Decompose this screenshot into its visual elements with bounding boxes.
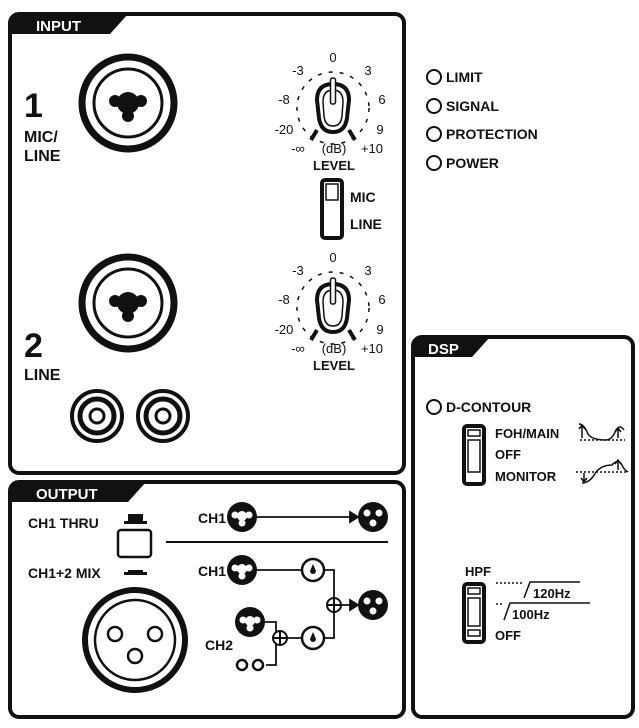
svg-text:-8: -8 (278, 292, 290, 307)
svg-text:3: 3 (364, 263, 371, 278)
ch2-combo-jack[interactable] (78, 253, 178, 353)
contour-off: OFF (495, 447, 521, 462)
svg-text:(dB): (dB) (322, 141, 347, 156)
indicator-limit: LIMIT (446, 69, 483, 85)
svg-text:-∞: -∞ (291, 141, 305, 156)
xlr-output-jack[interactable] (82, 587, 188, 693)
rca-jack-left[interactable] (70, 389, 124, 443)
svg-text:-3: -3 (292, 63, 304, 78)
hpf-curve-icons (496, 581, 590, 621)
sum-icon (326, 597, 342, 613)
hpf-120hz: 120Hz (533, 586, 571, 601)
ch2-level-scale: 0 -3 3 -8 6 -20 9 -∞ (dB) +10 LEVEL (275, 250, 386, 373)
svg-text:9: 9 (376, 322, 383, 337)
svg-text:0: 0 (329, 50, 336, 65)
flow-ch2-label: CH2 (205, 637, 233, 653)
svg-text:+10: +10 (361, 141, 383, 156)
combo-input-icon (235, 607, 265, 637)
hpf-switch[interactable] (462, 582, 486, 644)
ch1-2-mix-label: CH1+2 MIX (28, 565, 101, 581)
mic-line-switch[interactable] (320, 178, 344, 240)
svg-text:(dB): (dB) (322, 341, 347, 356)
ch1-level-knob[interactable] (295, 70, 371, 146)
combo-input-icon (227, 502, 257, 532)
power-led-icon (426, 155, 442, 171)
indicator-list: LIMIT SIGNAL PROTECTION POWER (426, 69, 538, 171)
flow-ch1-thru-label: CH1 (198, 510, 226, 526)
limit-led-icon (426, 69, 442, 85)
monitor-curve-icon (576, 458, 629, 484)
xlr-output-icon (358, 590, 388, 620)
signal-flow-diagram (166, 510, 388, 666)
svg-text:LEVEL: LEVEL (313, 158, 355, 173)
combo-input-icon (227, 555, 257, 585)
svg-text:3: 3 (364, 63, 371, 78)
sum-icon (272, 630, 288, 646)
input-panel: INPUT 1 MIC/ LINE 0 -3 3 -8 6 -20 9 -∞ (… (8, 12, 406, 475)
ch1-label-mic: MIC/ (24, 129, 58, 146)
ch1-combo-jack[interactable] (78, 53, 178, 153)
output-title: OUTPUT (36, 486, 98, 503)
ch1-thru-label: CH1 THRU (28, 515, 99, 531)
indicator-signal: SIGNAL (446, 98, 499, 114)
contour-foh-main: FOH/MAIN (495, 426, 559, 441)
foh-curve-icon (578, 423, 625, 441)
dsp-title: DSP (428, 341, 459, 358)
svg-text:+10: +10 (361, 341, 383, 356)
svg-text:-20: -20 (275, 322, 294, 337)
indicator-protection: PROTECTION (446, 126, 538, 142)
xlr-output-icon (358, 502, 388, 532)
ch1-level-scale: 0 -3 3 -8 6 -20 9 -∞ (dB) +10 LEVEL (275, 50, 386, 173)
input-title: INPUT (36, 18, 81, 35)
ch1-label-line: LINE (24, 148, 61, 165)
hpf-off: OFF (495, 628, 521, 643)
indicator-power: POWER (446, 155, 499, 171)
contour-monitor: MONITOR (495, 469, 557, 484)
svg-text:-8: -8 (278, 92, 290, 107)
d-contour-switch[interactable] (462, 424, 486, 486)
rca-jack-right[interactable] (136, 389, 190, 443)
level-pot-icon (300, 625, 326, 651)
hpf-label: HPF (465, 564, 491, 579)
ch2-label-line: LINE (24, 367, 61, 384)
svg-text:-∞: -∞ (291, 341, 305, 356)
rca-icon (251, 658, 265, 672)
svg-text:-3: -3 (292, 263, 304, 278)
thru-mix-button[interactable] (116, 514, 153, 575)
d-contour-label: D-CONTOUR (446, 399, 531, 415)
ch1-number: 1 (24, 87, 43, 125)
svg-text:LEVEL: LEVEL (313, 358, 355, 373)
ch2-level-knob[interactable] (295, 270, 371, 346)
d-contour-led-icon (426, 399, 442, 415)
ch2-number: 2 (24, 327, 43, 365)
protection-led-icon (426, 126, 442, 142)
hpf-100hz: 100Hz (512, 607, 550, 622)
switch-mic-label: MIC (350, 189, 376, 205)
svg-text:6: 6 (378, 92, 385, 107)
svg-text:-20: -20 (275, 122, 294, 137)
switch-line-label: LINE (350, 216, 382, 232)
svg-text:9: 9 (376, 122, 383, 137)
svg-text:6: 6 (378, 292, 385, 307)
rca-icon (235, 658, 249, 672)
flow-ch1-mix-label: CH1 (198, 563, 226, 579)
svg-text:0: 0 (329, 250, 336, 265)
level-pot-icon (300, 557, 326, 583)
output-panel: OUTPUT CH1 THRU CH1+2 MIX (8, 480, 406, 719)
dsp-panel: DSP D-CONTOUR FOH/MAIN OFF MONITOR HPF (411, 335, 635, 719)
signal-led-icon (426, 98, 442, 114)
